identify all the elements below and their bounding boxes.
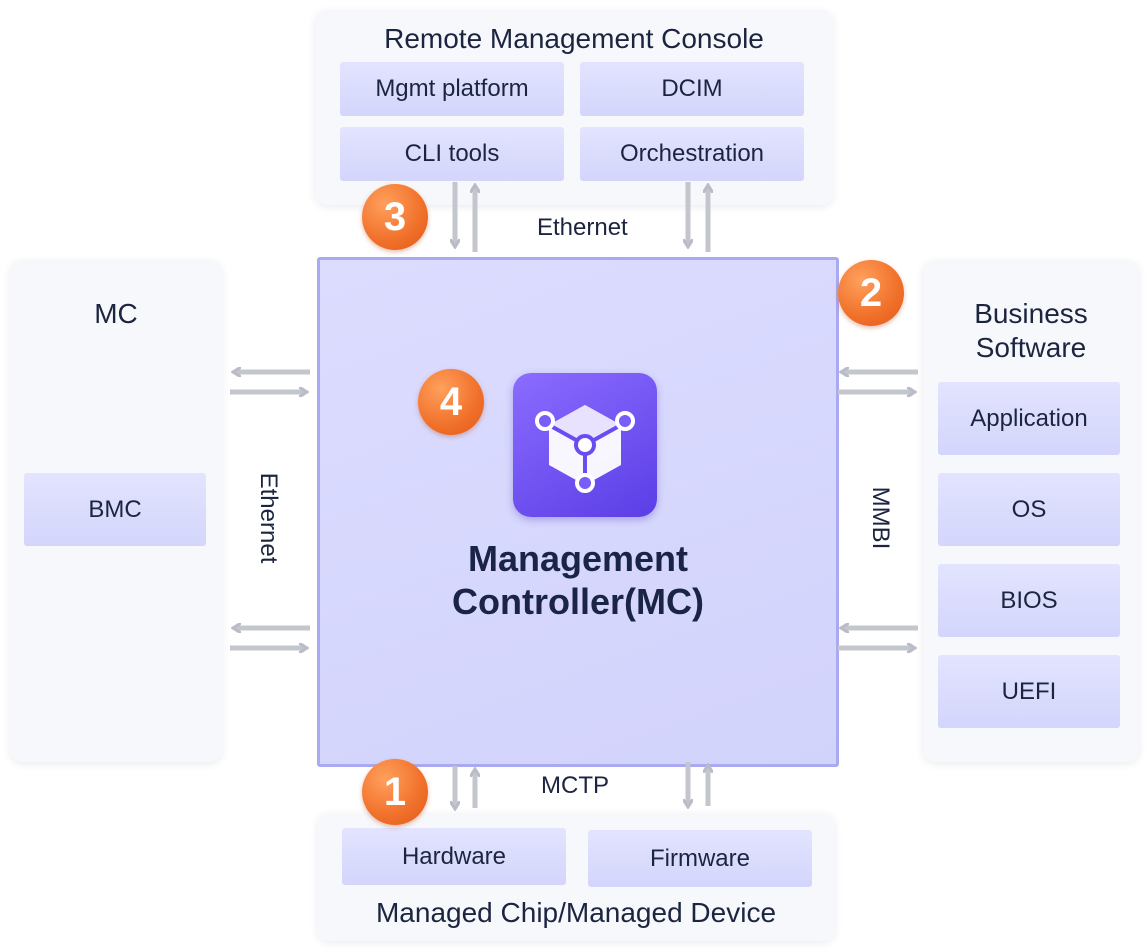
management-controller-title: Management Controller(MC) [320, 537, 836, 623]
managed-device-title: Managed Chip/Managed Device [375, 897, 777, 928]
link-label-right: MMBI [867, 486, 894, 550]
chip-uefi: UEFI [938, 655, 1120, 728]
chip-mgmt-platform: Mgmt platform [340, 62, 564, 116]
link-label-bottom: MCTP [541, 772, 609, 799]
chip-bios: BIOS [938, 564, 1120, 637]
link-label-top: Ethernet [537, 214, 628, 241]
business-software-title-line2: Software [975, 332, 1087, 363]
business-software-title-line1: Business [974, 298, 1088, 329]
badge-1: 1 [362, 759, 428, 825]
chip-bmc: BMC [24, 473, 206, 546]
remote-management-console-title: Remote Management Console [384, 23, 764, 54]
chip-orchestration: Orchestration [580, 127, 804, 181]
mc-panel-title: MC [94, 298, 138, 329]
mc-panel: MC BMC [10, 260, 222, 762]
badge-4: 4 [418, 369, 484, 435]
chip-application: Application [938, 382, 1120, 455]
chip-firmware: Firmware [588, 830, 812, 887]
chip-hardware: Hardware [342, 828, 566, 885]
management-controller-box: Management Controller(MC) [317, 257, 839, 767]
remote-management-console-panel: Remote Management Console Mgmt platform … [315, 10, 833, 205]
link-label-left: Ethernet [255, 472, 282, 564]
managed-device-panel: Hardware Firmware Managed Chip/Managed D… [317, 813, 835, 941]
badge-2: 2 [838, 260, 904, 326]
chip-cli-tools: CLI tools [340, 127, 564, 181]
chip-dcim: DCIM [580, 62, 804, 116]
chip-os: OS [938, 473, 1120, 546]
business-software-panel: Business Software Application OS BIOS UE… [923, 260, 1139, 762]
badge-3: 3 [362, 184, 428, 250]
network-cube-icon [513, 373, 657, 517]
management-controller-title-line2: Controller(MC) [452, 581, 704, 623]
management-controller-title-line1: Management [467, 538, 689, 579]
